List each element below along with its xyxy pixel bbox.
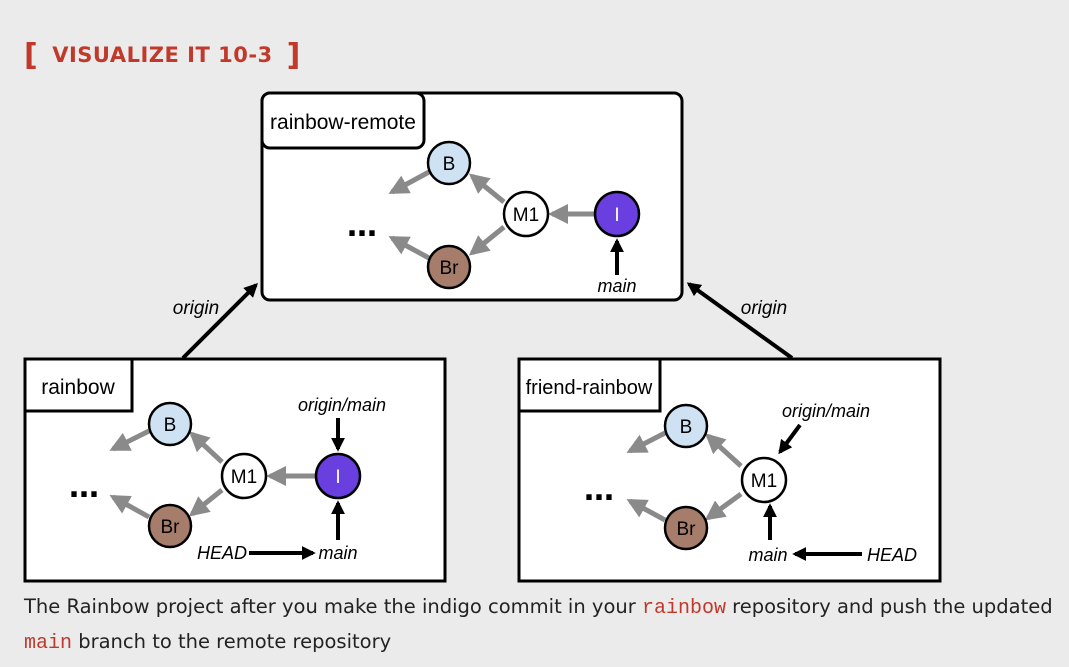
friend-repo: friend-rainbow … B Br M1 origin/main mai…: [517, 357, 942, 583]
remote-commit-i: [593, 190, 641, 238]
local-main-label: main: [318, 543, 357, 563]
local-head-label: HEAD: [197, 543, 247, 563]
figure-caption: The Rainbow project after you make the i…: [24, 590, 1054, 660]
local-arrow-m1-br: [188, 488, 224, 517]
local-commit-br-label: Br: [161, 517, 181, 538]
friend-ellipsis: …: [584, 473, 614, 508]
remote-main-label: main: [597, 276, 636, 296]
local-repo: rainbow … B Br M1 I origin/main main HEA…: [23, 357, 447, 583]
local-commit-m1-label: M1: [231, 467, 257, 488]
origin-arrow-left: [181, 283, 258, 360]
remote-repo-label: rainbow-remote: [270, 111, 416, 134]
friend-repo-label: friend-rainbow: [526, 377, 653, 399]
local-commit-m1: [220, 452, 268, 500]
caption-code-rainbow: rainbow: [641, 597, 726, 620]
local-arrow-br-ellipsis: [109, 494, 151, 520]
local-commit-br: [147, 503, 193, 549]
local-arrow-b-ellipsis: [109, 428, 151, 452]
origin-label-left: origin: [173, 298, 219, 319]
local-commit-i-label: I: [335, 467, 340, 488]
remote-commit-br: [426, 244, 472, 290]
remote-arrow-b-ellipsis: [388, 169, 431, 195]
local-commit-b: [147, 401, 193, 447]
git-diagram: rainbow-remote … B Br M1 I main origin o…: [23, 91, 942, 583]
remote-repo: rainbow-remote … B Br M1 I main: [260, 91, 684, 302]
remote-commit-i-label: I: [614, 205, 619, 226]
friend-commit-m1-label: M1: [751, 471, 777, 492]
remote-commit-b-label: B: [443, 154, 456, 175]
remote-arrow-m1-br: [468, 225, 506, 256]
remote-repo-label-box: [260, 91, 426, 150]
friend-head-label: HEAD: [867, 545, 917, 565]
remote-arrow-br-ellipsis: [388, 235, 431, 261]
friend-origin-main-arrow: [778, 423, 802, 455]
friend-commit-b-label: B: [680, 417, 693, 438]
remote-commit-b: [426, 140, 472, 186]
friend-commit-b: [663, 403, 709, 449]
heading-bracket-right: ]: [286, 38, 301, 73]
friend-commit-m1: [740, 456, 788, 504]
friend-main-label: main: [748, 545, 787, 565]
local-arrow-m1-b: [189, 431, 224, 464]
origin-arrow-right: [686, 282, 794, 360]
local-commit-b-label: B: [164, 415, 177, 436]
friend-arrow-m1-br: [704, 491, 743, 521]
friend-commit-br-label: Br: [677, 519, 697, 540]
local-commit-i: [314, 452, 362, 500]
figure-heading: [ VISUALIZE IT 10-3]: [24, 38, 301, 73]
friend-repo-label-box: [517, 357, 662, 413]
origin-label-right: origin: [741, 298, 787, 319]
remote-ellipsis: …: [347, 209, 377, 244]
remote-commit-br-label: Br: [440, 258, 460, 279]
remote-arrow-m1-b: [468, 173, 506, 204]
heading-bracket-left: [: [24, 38, 39, 73]
friend-commit-br: [663, 505, 709, 551]
friend-arrow-m1-b: [705, 433, 743, 468]
local-repo-label-box: [23, 357, 134, 413]
friend-origin-main-label: origin/main: [782, 401, 870, 421]
heading-title: VISUALIZE IT 10-3: [52, 43, 273, 67]
local-origin-main-label: origin/main: [298, 395, 386, 415]
local-repo-label: rainbow: [41, 376, 115, 399]
caption-part1: The Rainbow project after you make the i…: [24, 595, 642, 618]
remote-commit-m1: [502, 190, 550, 238]
local-ellipsis: …: [69, 470, 99, 505]
remote-commit-m1-label: M1: [513, 205, 539, 226]
caption-code-main: main: [24, 632, 73, 655]
caption-part3: branch to the remote repository: [72, 630, 392, 653]
caption-part2: repository and push the updated: [725, 595, 1053, 618]
friend-arrow-br-ellipsis: [626, 498, 667, 523]
friend-arrow-b-ellipsis: [626, 430, 667, 454]
